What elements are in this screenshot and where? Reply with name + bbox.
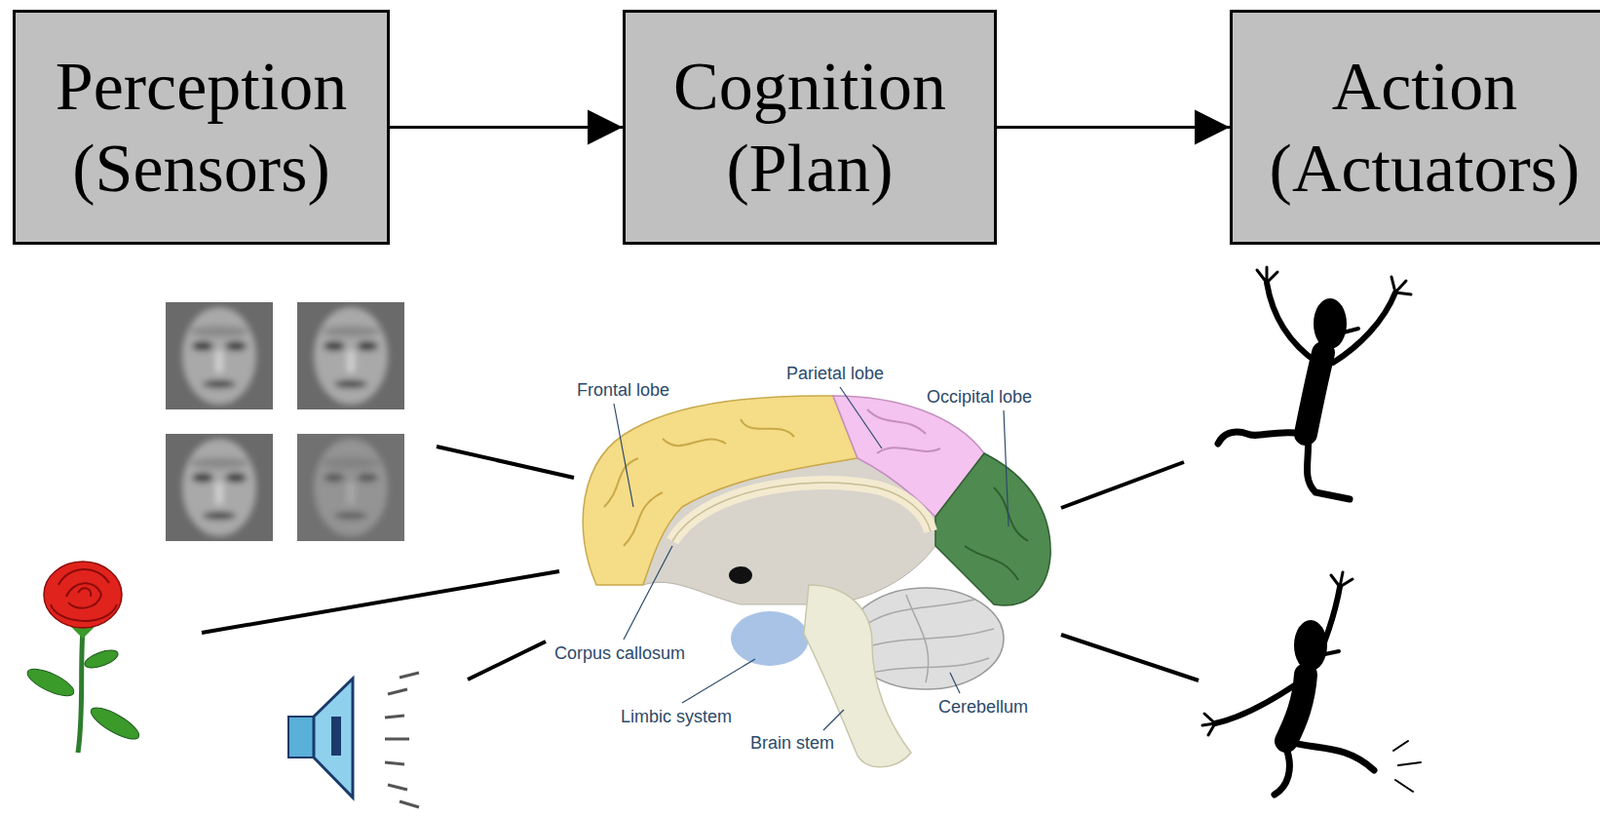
face-image — [165, 302, 273, 410]
flow-arrow — [996, 125, 1230, 129]
part-label: Parietal lobe — [784, 362, 886, 384]
face-image — [297, 302, 405, 410]
face-image — [165, 433, 273, 541]
box-label: Cognition (Plan) — [625, 45, 994, 210]
part-label: Frontal lobe — [574, 379, 672, 401]
part-label: Cerebellum — [936, 695, 1030, 718]
process-box: Cognition (Plan) — [622, 9, 997, 245]
rose-icon — [24, 561, 144, 753]
brain-illustration — [582, 395, 1051, 767]
box-label: Action (Actuators) — [1232, 45, 1600, 210]
part-label: Brain stem — [748, 731, 837, 754]
face-image — [297, 433, 405, 541]
speaker-icon — [288, 672, 420, 807]
process-box: Perception (Sensors) — [12, 9, 390, 245]
part-label: Limbic system — [618, 705, 734, 727]
box-label: Perception (Sensors) — [15, 45, 387, 210]
stick-figure — [1202, 571, 1421, 795]
process-box: Action (Actuators) — [1229, 9, 1600, 245]
flow-arrow — [389, 125, 623, 129]
part-label: Corpus callosum — [552, 642, 687, 664]
part-label: Occipital lobe — [924, 385, 1034, 408]
leader-line — [613, 386, 1009, 730]
stick-figure — [1218, 266, 1411, 499]
